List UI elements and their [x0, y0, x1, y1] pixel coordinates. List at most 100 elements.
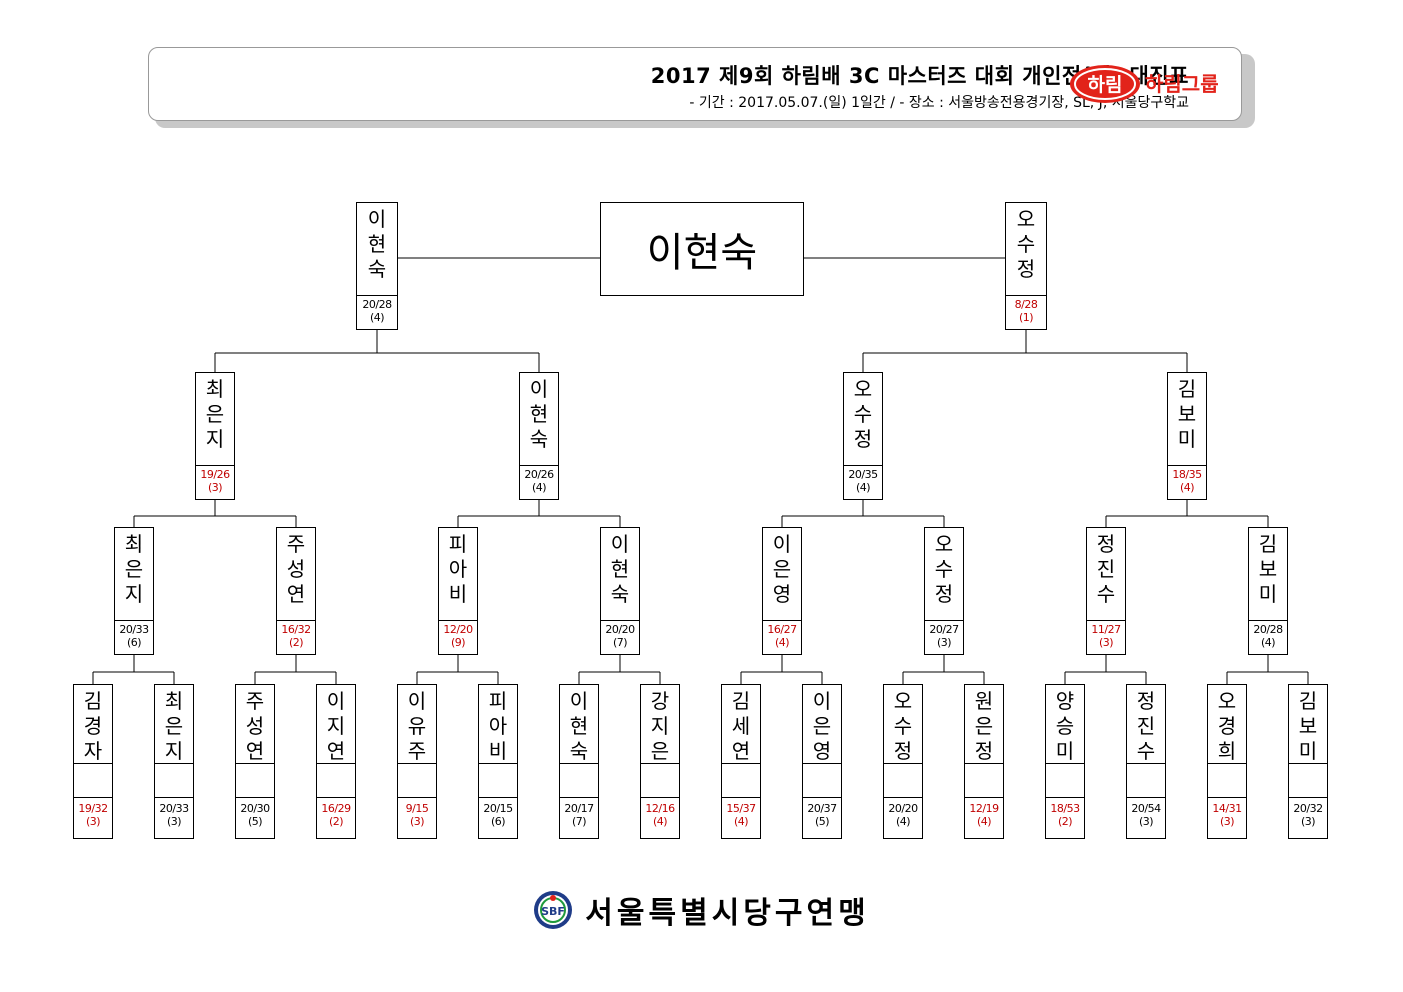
player-name-char: 은 — [812, 714, 832, 738]
player-name-char: 정 — [934, 582, 954, 606]
score-rank: (3) — [409, 815, 425, 828]
player-name-char: 비 — [488, 739, 508, 763]
score-value: 11/27 — [1091, 623, 1121, 636]
player-name-char: 숙 — [367, 257, 387, 281]
divider — [398, 797, 436, 798]
score-rank: (3) — [1138, 815, 1154, 828]
player-score: 14/31(3) — [1208, 802, 1246, 828]
player-name-char: 은 — [205, 402, 225, 426]
score-rank: (7) — [612, 636, 628, 649]
harim-logo-icon: 하림 — [1069, 64, 1141, 104]
score-value: 20/33 — [119, 623, 149, 636]
divider — [601, 620, 639, 621]
score-value: 12/19 — [969, 802, 999, 815]
player-name-char: 진 — [1096, 557, 1116, 581]
player-score: 20/33(3) — [155, 802, 193, 828]
divider — [155, 763, 193, 764]
player-name-char: 연 — [326, 739, 346, 763]
divider — [722, 763, 760, 764]
score-value: 20/33 — [159, 802, 189, 815]
score-value: 20/32 — [1293, 802, 1323, 815]
divider — [1046, 797, 1084, 798]
player-name-char: 지 — [326, 714, 346, 738]
divider — [155, 797, 193, 798]
player-name-char: 김 — [1258, 532, 1278, 556]
player-name-char: 피 — [488, 689, 508, 713]
divider — [1249, 620, 1287, 621]
player-score: 20/35(4) — [844, 468, 882, 494]
player-name-char: 경 — [1217, 714, 1237, 738]
player-score: 20/20(4) — [884, 802, 922, 828]
player-name-char: 지 — [164, 739, 184, 763]
score-value: 20/35 — [848, 468, 878, 481]
divider — [560, 763, 598, 764]
player-score: 20/28(4) — [357, 298, 397, 324]
footer: SBF 서울특별시당구연맹 — [0, 888, 1403, 932]
score-value: 20/17 — [564, 802, 594, 815]
divider — [965, 797, 1003, 798]
divider — [641, 763, 679, 764]
player-name-char: 강 — [650, 689, 670, 713]
score-rank: (3) — [936, 636, 952, 649]
score-value: 20/30 — [240, 802, 270, 815]
score-value: 20/54 — [1131, 802, 1161, 815]
score-value: 20/28 — [362, 298, 392, 311]
player-score: 19/32(3) — [74, 802, 112, 828]
score-value: 9/15 — [405, 802, 429, 815]
score-value: 12/20 — [443, 623, 473, 636]
player-name-char: 비 — [448, 582, 468, 606]
divider — [1168, 465, 1206, 466]
divider — [277, 620, 315, 621]
player-score: 11/27(3) — [1087, 623, 1125, 649]
score-rank: (4) — [369, 311, 385, 324]
player-name-char: 미 — [1177, 427, 1197, 451]
score-value: 14/31 — [1212, 802, 1242, 815]
player-name-char: 보 — [1177, 402, 1197, 426]
player-name-char: 연 — [286, 582, 306, 606]
player-name-char: 이 — [407, 689, 427, 713]
score-rank: (3) — [166, 815, 182, 828]
divider — [74, 797, 112, 798]
score-rank: (4) — [1260, 636, 1276, 649]
player-name-char: 현 — [610, 557, 630, 581]
player-name-char: 김 — [1177, 377, 1197, 401]
player-name-char: 아 — [488, 714, 508, 738]
player-name-char: 수 — [893, 714, 913, 738]
player-score: 12/20(9) — [439, 623, 477, 649]
score-value: 16/32 — [281, 623, 311, 636]
champion-box: 이현숙 — [600, 202, 804, 296]
score-rank: (6) — [126, 636, 142, 649]
score-value: 18/35 — [1172, 468, 1202, 481]
player-score: 20/17(7) — [560, 802, 598, 828]
player-name-char: 이 — [610, 532, 630, 556]
divider — [1046, 763, 1084, 764]
player-name-char: 지 — [650, 714, 670, 738]
score-rank: (7) — [571, 815, 587, 828]
player-name-char: 연 — [731, 739, 751, 763]
player-score: 20/32(3) — [1289, 802, 1327, 828]
divider — [357, 295, 397, 296]
score-value: 8/28 — [1014, 298, 1038, 311]
player-name-char: 현 — [569, 714, 589, 738]
page-subtitle: - 기간 : 2017.05.07.(일) 1일간 / - 장소 : 서울방송전… — [689, 95, 1189, 111]
